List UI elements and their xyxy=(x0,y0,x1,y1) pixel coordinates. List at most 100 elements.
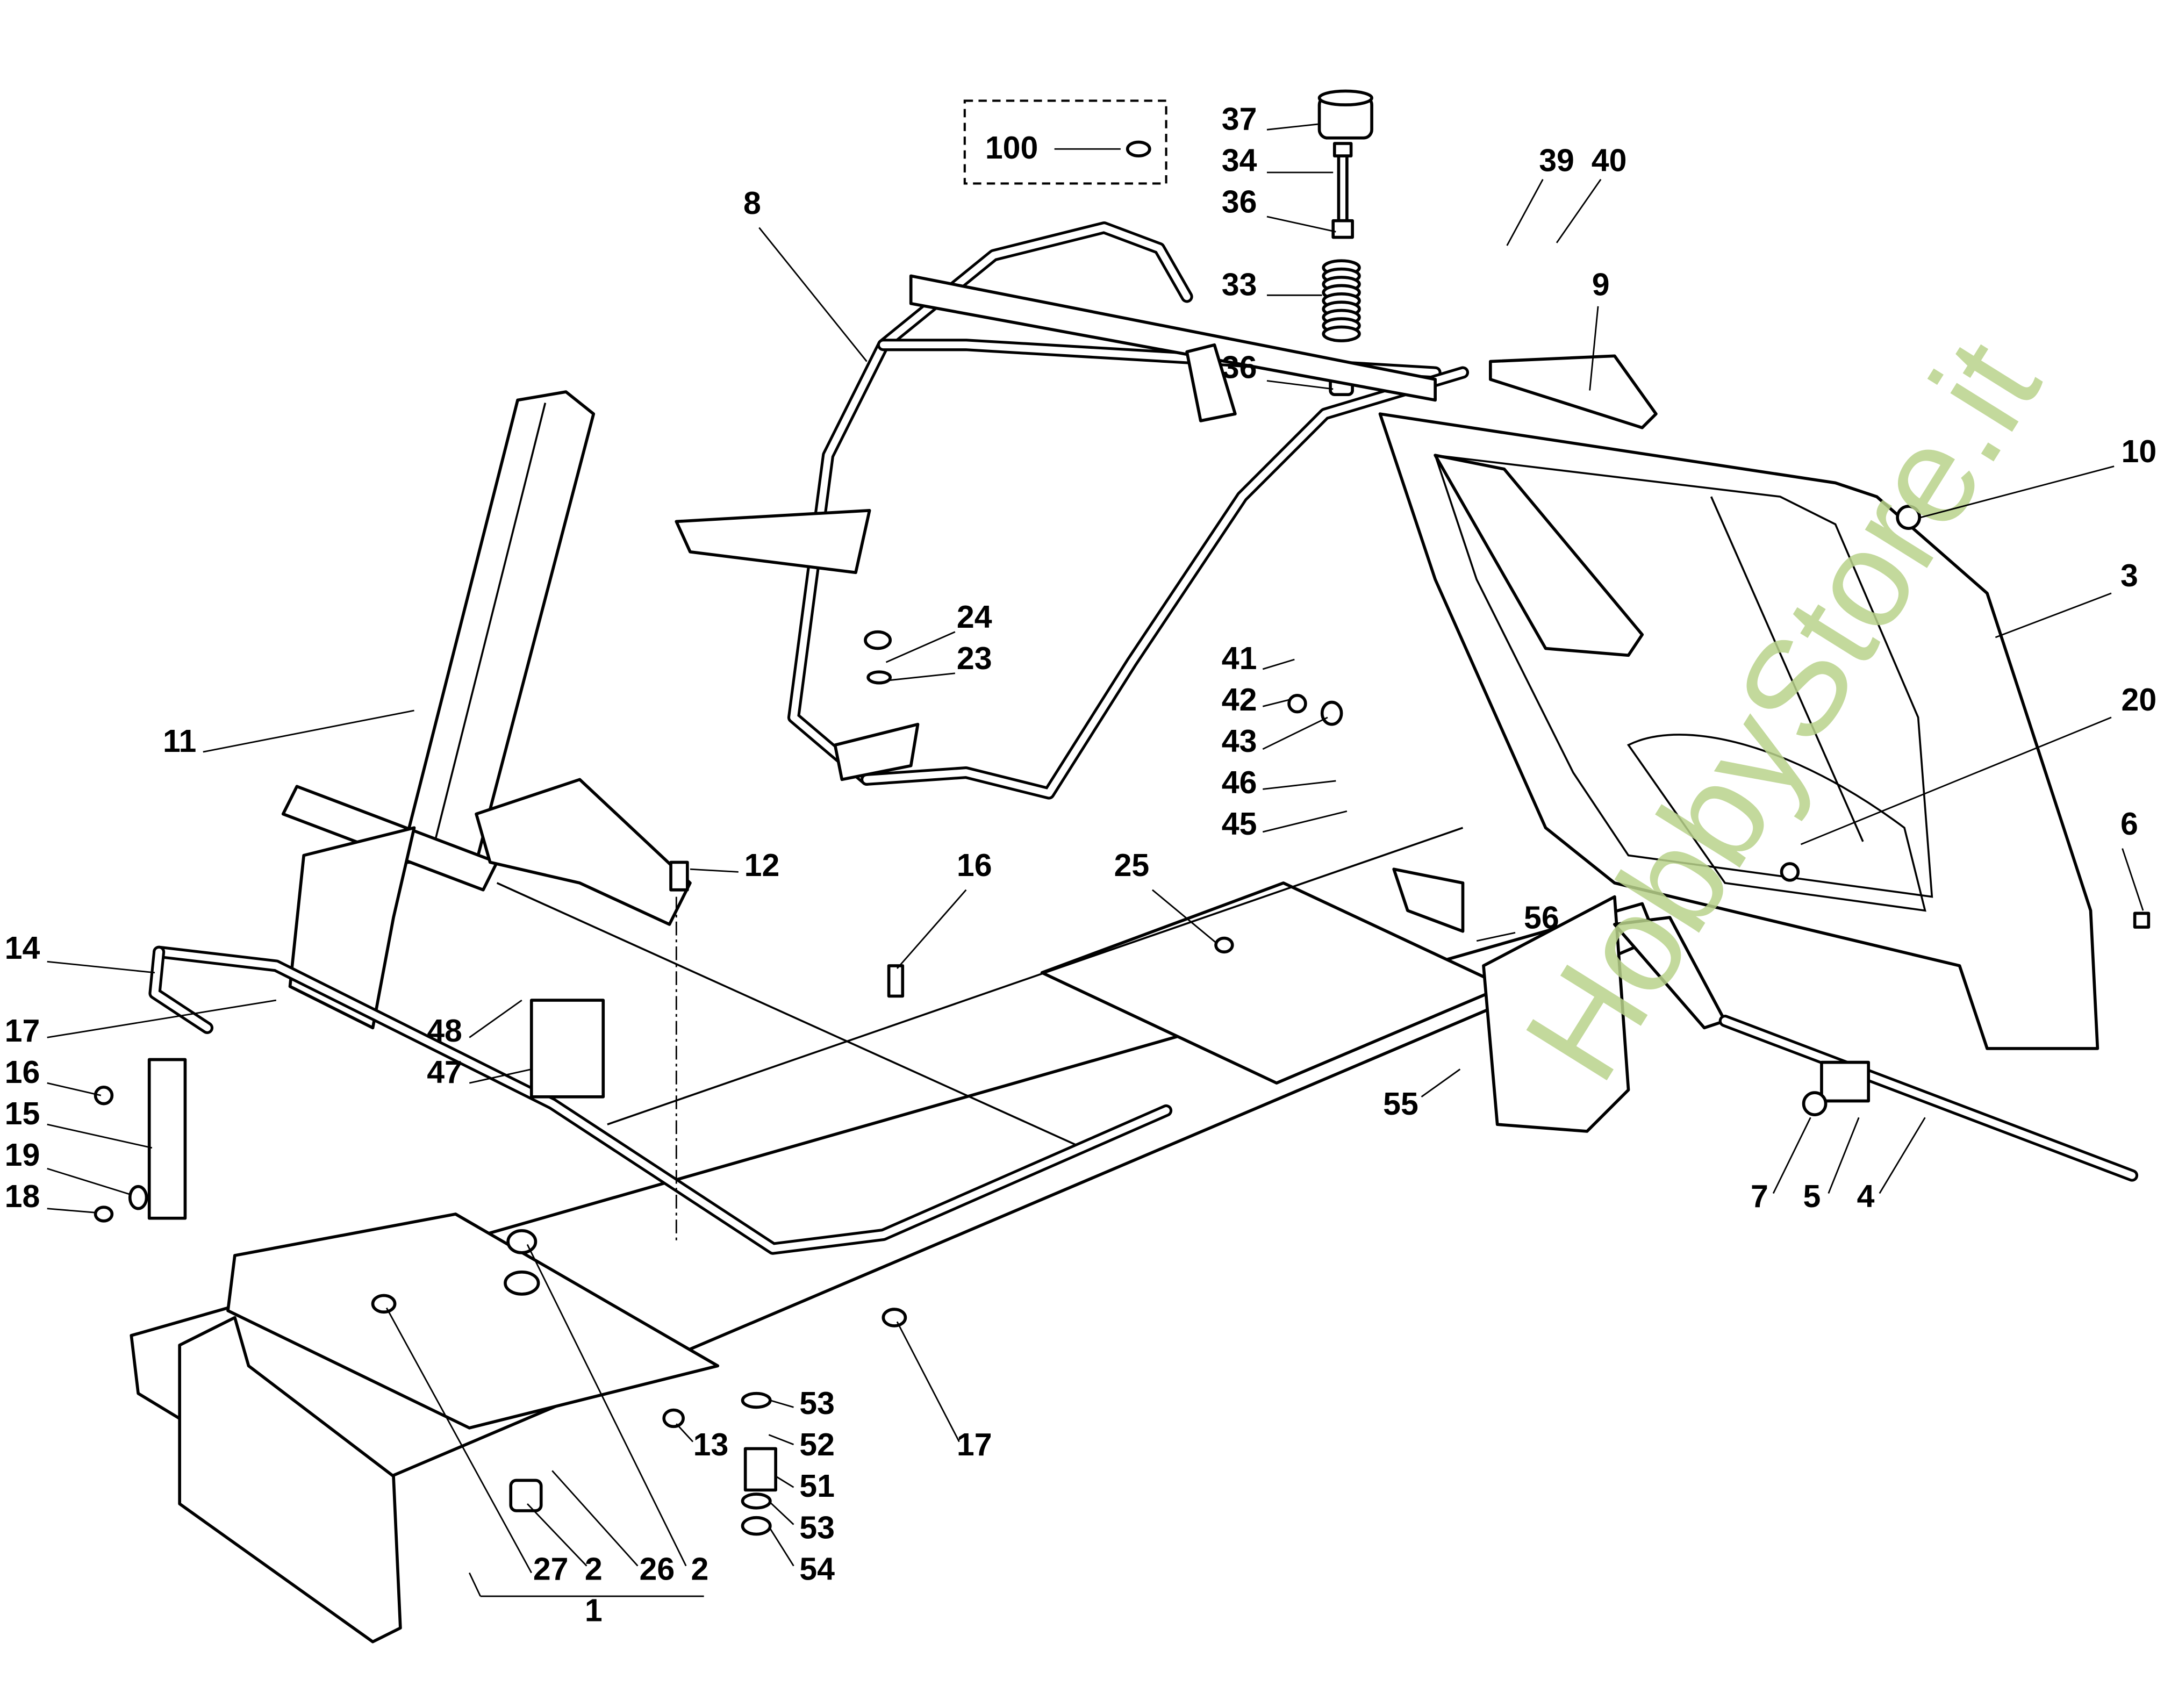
callout-label-5: 5 xyxy=(1803,1179,1821,1214)
callout-leader-line xyxy=(890,672,955,681)
callout-leader-line xyxy=(1266,123,1319,131)
callout-leader-line xyxy=(1772,1117,1811,1194)
main-chassis xyxy=(130,827,1727,1644)
callout-leader-line xyxy=(1262,658,1295,670)
callout-label-11: 11 xyxy=(163,723,196,759)
callout-label-42: 42 xyxy=(1222,682,1257,717)
callout-leader-line xyxy=(527,1503,587,1567)
spring-coil xyxy=(1322,325,1361,342)
callout-label-2: 2 xyxy=(691,1551,709,1587)
callout-leader-line xyxy=(1266,216,1336,233)
callout-label-37: 37 xyxy=(1222,101,1257,137)
callout-label-9: 9 xyxy=(1592,267,1610,302)
callout-leader-line xyxy=(768,1434,794,1446)
small-hardware xyxy=(94,505,2151,1536)
callout-label-43: 43 xyxy=(1222,723,1257,759)
callout-label-41: 41 xyxy=(1222,641,1257,676)
callout-label-52: 52 xyxy=(799,1427,835,1462)
callout-label-33: 33 xyxy=(1222,267,1257,302)
callout-leader-line xyxy=(1421,1068,1461,1097)
callout-leader-line xyxy=(896,1321,960,1443)
callout-leader-line xyxy=(1262,716,1328,750)
callout-label-56: 56 xyxy=(1524,900,1559,936)
callout-label-24: 24 xyxy=(957,599,992,635)
callout-label-20: 20 xyxy=(2122,682,2157,717)
callout-leader-line xyxy=(1262,810,1348,833)
callout-leader-line xyxy=(1589,306,1599,391)
bump-stop-assembly xyxy=(1317,89,1373,396)
callout-label-36: 36 xyxy=(1222,349,1257,385)
callout-label-2: 2 xyxy=(585,1551,603,1587)
callout-label-34: 34 xyxy=(1222,142,1257,178)
callout-label-25: 25 xyxy=(1114,848,1150,883)
callout-leader-line xyxy=(1266,380,1334,390)
callout-leader-line xyxy=(47,1082,102,1096)
callout-leader-line xyxy=(770,1400,794,1408)
callout-leader-line xyxy=(1506,179,1544,246)
callout-leader-line xyxy=(769,1502,794,1525)
callout-label-13: 13 xyxy=(693,1427,729,1462)
callout-leader-line xyxy=(47,1123,153,1149)
callout-label-39: 39 xyxy=(1539,142,1574,178)
callout-leader-line xyxy=(1879,1117,1926,1194)
callout-label-48: 48 xyxy=(427,1013,462,1049)
callout-leader-line xyxy=(526,1244,687,1567)
callout-leader-line xyxy=(469,1068,532,1084)
front-bumper xyxy=(148,945,1173,1255)
callout-label-23: 23 xyxy=(957,641,992,676)
callout-label-12: 12 xyxy=(744,848,780,883)
callout-label-27: 27 xyxy=(533,1551,569,1587)
rear-rod xyxy=(1718,1015,2139,1182)
callout-label-47: 47 xyxy=(427,1054,462,1090)
callout-label-17: 17 xyxy=(5,1013,40,1049)
callout-label-36: 36 xyxy=(1222,184,1257,219)
callout-leader-line xyxy=(775,1475,794,1488)
callout-label-19: 19 xyxy=(5,1137,40,1173)
spring-part xyxy=(1322,259,1361,342)
callout-leader-line xyxy=(47,1208,97,1214)
callout-label-53: 53 xyxy=(799,1386,835,1421)
callout-leader-line xyxy=(47,960,155,974)
callout-leader-line xyxy=(1476,931,1516,942)
front-pedestal xyxy=(288,778,692,1030)
callout-label-8: 8 xyxy=(743,185,761,221)
callout-label-15: 15 xyxy=(5,1096,40,1131)
callout-leader-line xyxy=(203,709,414,753)
callout-label-6: 6 xyxy=(2120,806,2138,842)
callout-leader-line xyxy=(1152,889,1218,944)
callout-label-40: 40 xyxy=(1592,142,1627,178)
callout-label-26: 26 xyxy=(640,1551,675,1587)
callout-leader-line xyxy=(47,999,277,1038)
optional-kit-box xyxy=(963,99,1167,185)
washer-part xyxy=(1126,140,1151,157)
callout-label-4: 4 xyxy=(1857,1179,1875,1214)
callout-label-18: 18 xyxy=(5,1179,40,1214)
callout-leader-line xyxy=(551,1470,639,1567)
callout-label-16: 16 xyxy=(957,848,992,883)
callout-label-55: 55 xyxy=(1383,1086,1418,1122)
callout-leader-line xyxy=(769,1528,794,1567)
callout-label-53: 53 xyxy=(799,1510,835,1545)
callout-leader-line xyxy=(1995,592,2112,638)
side-panel xyxy=(1378,412,2099,1050)
callout-leader-line xyxy=(1262,699,1291,707)
callout-leader-line xyxy=(1800,716,2112,845)
callout-leader-line xyxy=(885,631,956,663)
callout-label-1: 1 xyxy=(585,1592,603,1628)
callout-leader-line xyxy=(758,227,868,362)
callout-leader-line xyxy=(676,1423,694,1443)
callout-leader-line xyxy=(2122,848,2144,911)
callout-leader-line xyxy=(1263,780,1336,790)
callout-label-17: 17 xyxy=(957,1427,992,1462)
callout-leader-line xyxy=(468,1572,482,1597)
callout-label-51: 51 xyxy=(799,1468,835,1504)
callout-label-16: 16 xyxy=(5,1054,40,1090)
callout-label-46: 46 xyxy=(1222,765,1257,800)
callout-label-45: 45 xyxy=(1222,806,1257,842)
callout-label-7: 7 xyxy=(1751,1179,1768,1214)
callout-leader-line xyxy=(896,889,967,969)
callout-label-10: 10 xyxy=(2122,434,2157,469)
callout-label-54: 54 xyxy=(799,1551,835,1587)
